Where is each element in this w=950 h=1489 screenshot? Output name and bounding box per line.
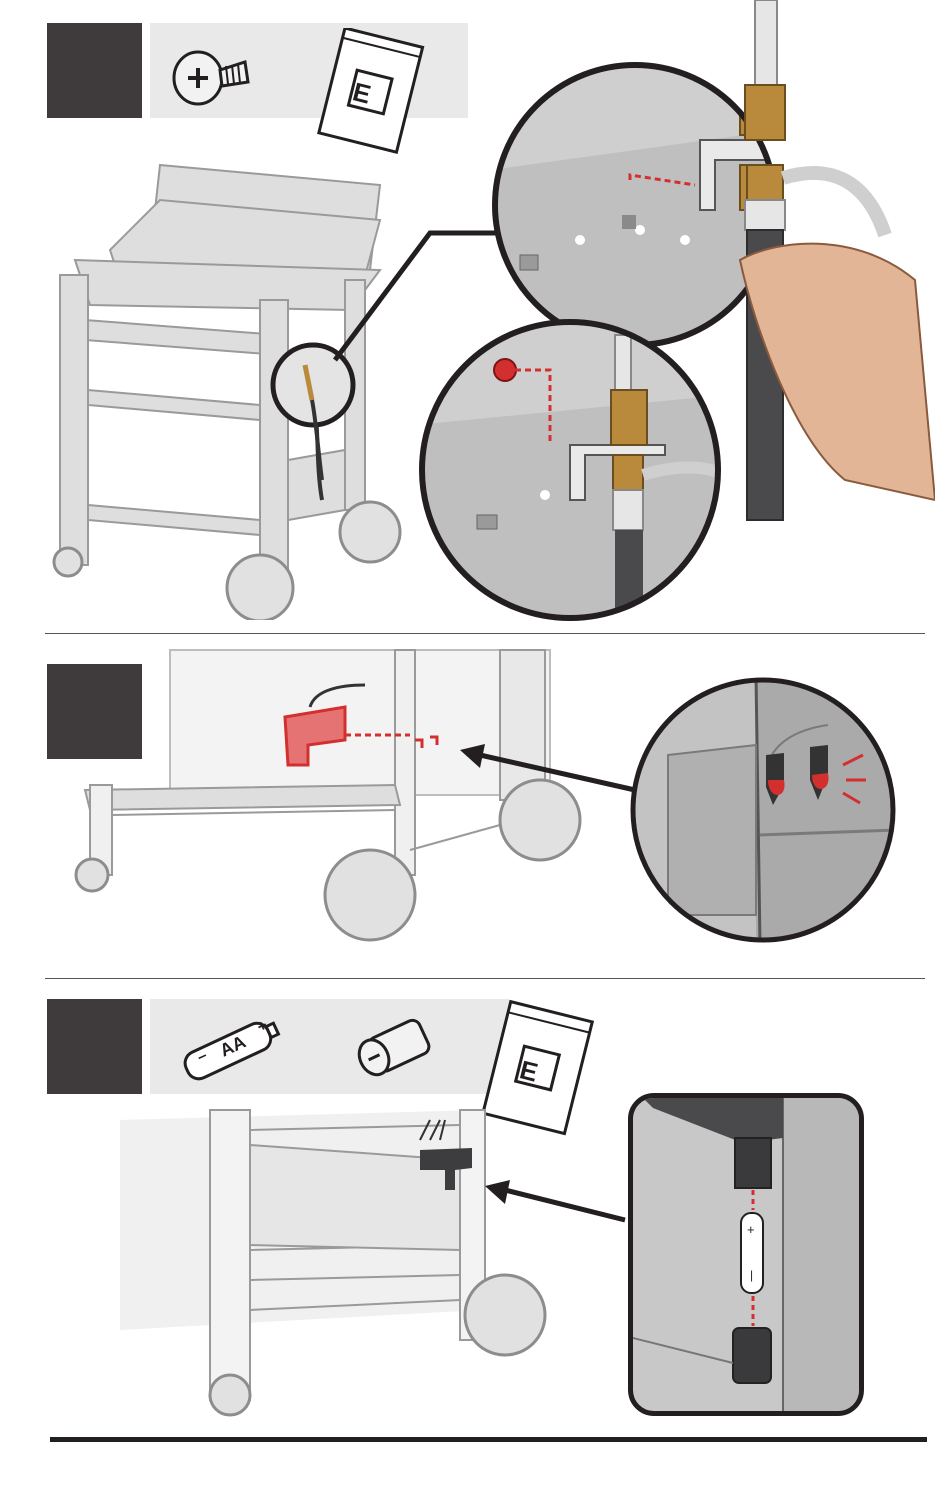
step-divider (45, 633, 925, 634)
step-divider (45, 978, 925, 979)
gas-hose (735, 0, 935, 530)
ignition-cap-icon (352, 1018, 437, 1078)
arrow-icon (455, 740, 640, 800)
step-1-box (47, 23, 142, 118)
detail-circle-lower (415, 315, 725, 625)
detail-panel-step3: + | (628, 1093, 864, 1416)
detail-battery-plus: + (747, 1222, 755, 1237)
footer-rule (50, 1437, 927, 1442)
detail-battery-minus: | (750, 1268, 753, 1282)
step-3-box (47, 999, 142, 1094)
grill-cart-illustration (60, 645, 600, 975)
arrow-icon (480, 1178, 630, 1228)
screw-icon (170, 40, 260, 110)
grill-cart-illustration (100, 1100, 560, 1420)
detail-circle-step2 (628, 675, 898, 945)
